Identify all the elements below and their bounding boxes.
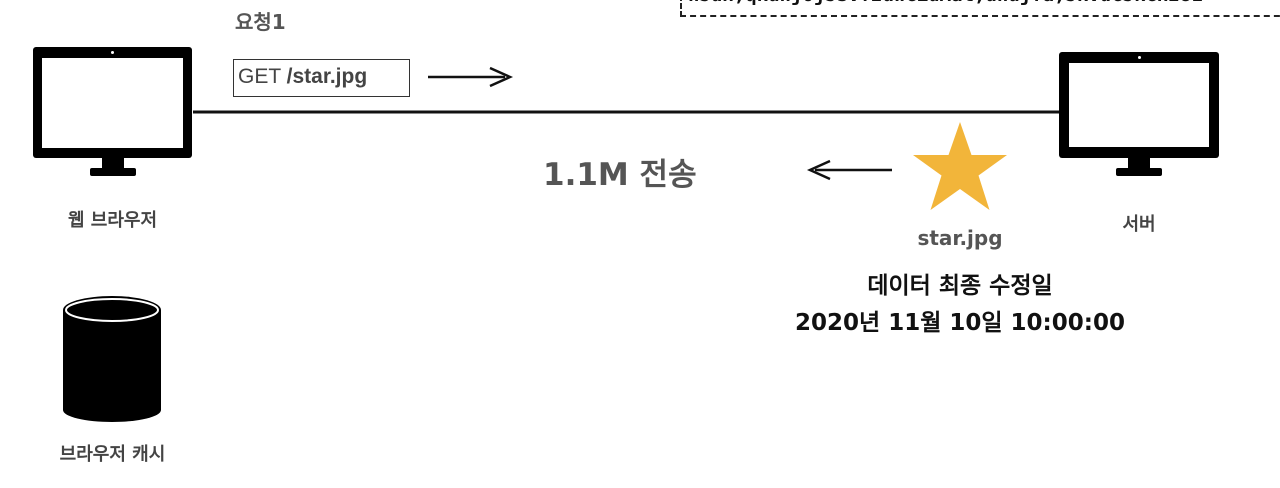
browser-label: 웹 브라우저 <box>67 210 158 231</box>
resource-filename: star.jpg <box>917 226 1003 250</box>
browser-monitor-icon <box>33 47 192 158</box>
last-modified-title: 데이터 최종 수정일 <box>867 273 1053 299</box>
cache-label: 브라우저 캐시 <box>59 444 166 465</box>
truncated-header-text: hJdH,qkdhjOjJSvf2dwGiuAal,dhdjfa,JkvuGJk… <box>680 0 1280 17</box>
request-line-box: GET /star.jpg <box>233 59 410 97</box>
last-modified-date: 2020년 11월 10일 10:00:00 <box>795 310 1125 336</box>
browser-monitor-stand <box>102 158 124 170</box>
server-label: 서버 <box>1122 214 1156 235</box>
request-arrow-head <box>489 66 514 88</box>
request-title: 요청1 <box>235 10 286 34</box>
server-monitor-icon <box>1059 52 1219 158</box>
server-monitor-stand <box>1128 158 1150 170</box>
browser-monitor-base <box>90 168 136 176</box>
request-path: /star.jpg <box>286 65 368 88</box>
request-method: GET <box>238 65 281 88</box>
star-icon <box>913 122 1007 210</box>
transfer-label: 1.1M 전송 <box>543 157 697 193</box>
server-monitor-base <box>1116 168 1162 176</box>
response-arrow-head <box>806 159 831 181</box>
browser-cache-icon <box>63 296 161 422</box>
